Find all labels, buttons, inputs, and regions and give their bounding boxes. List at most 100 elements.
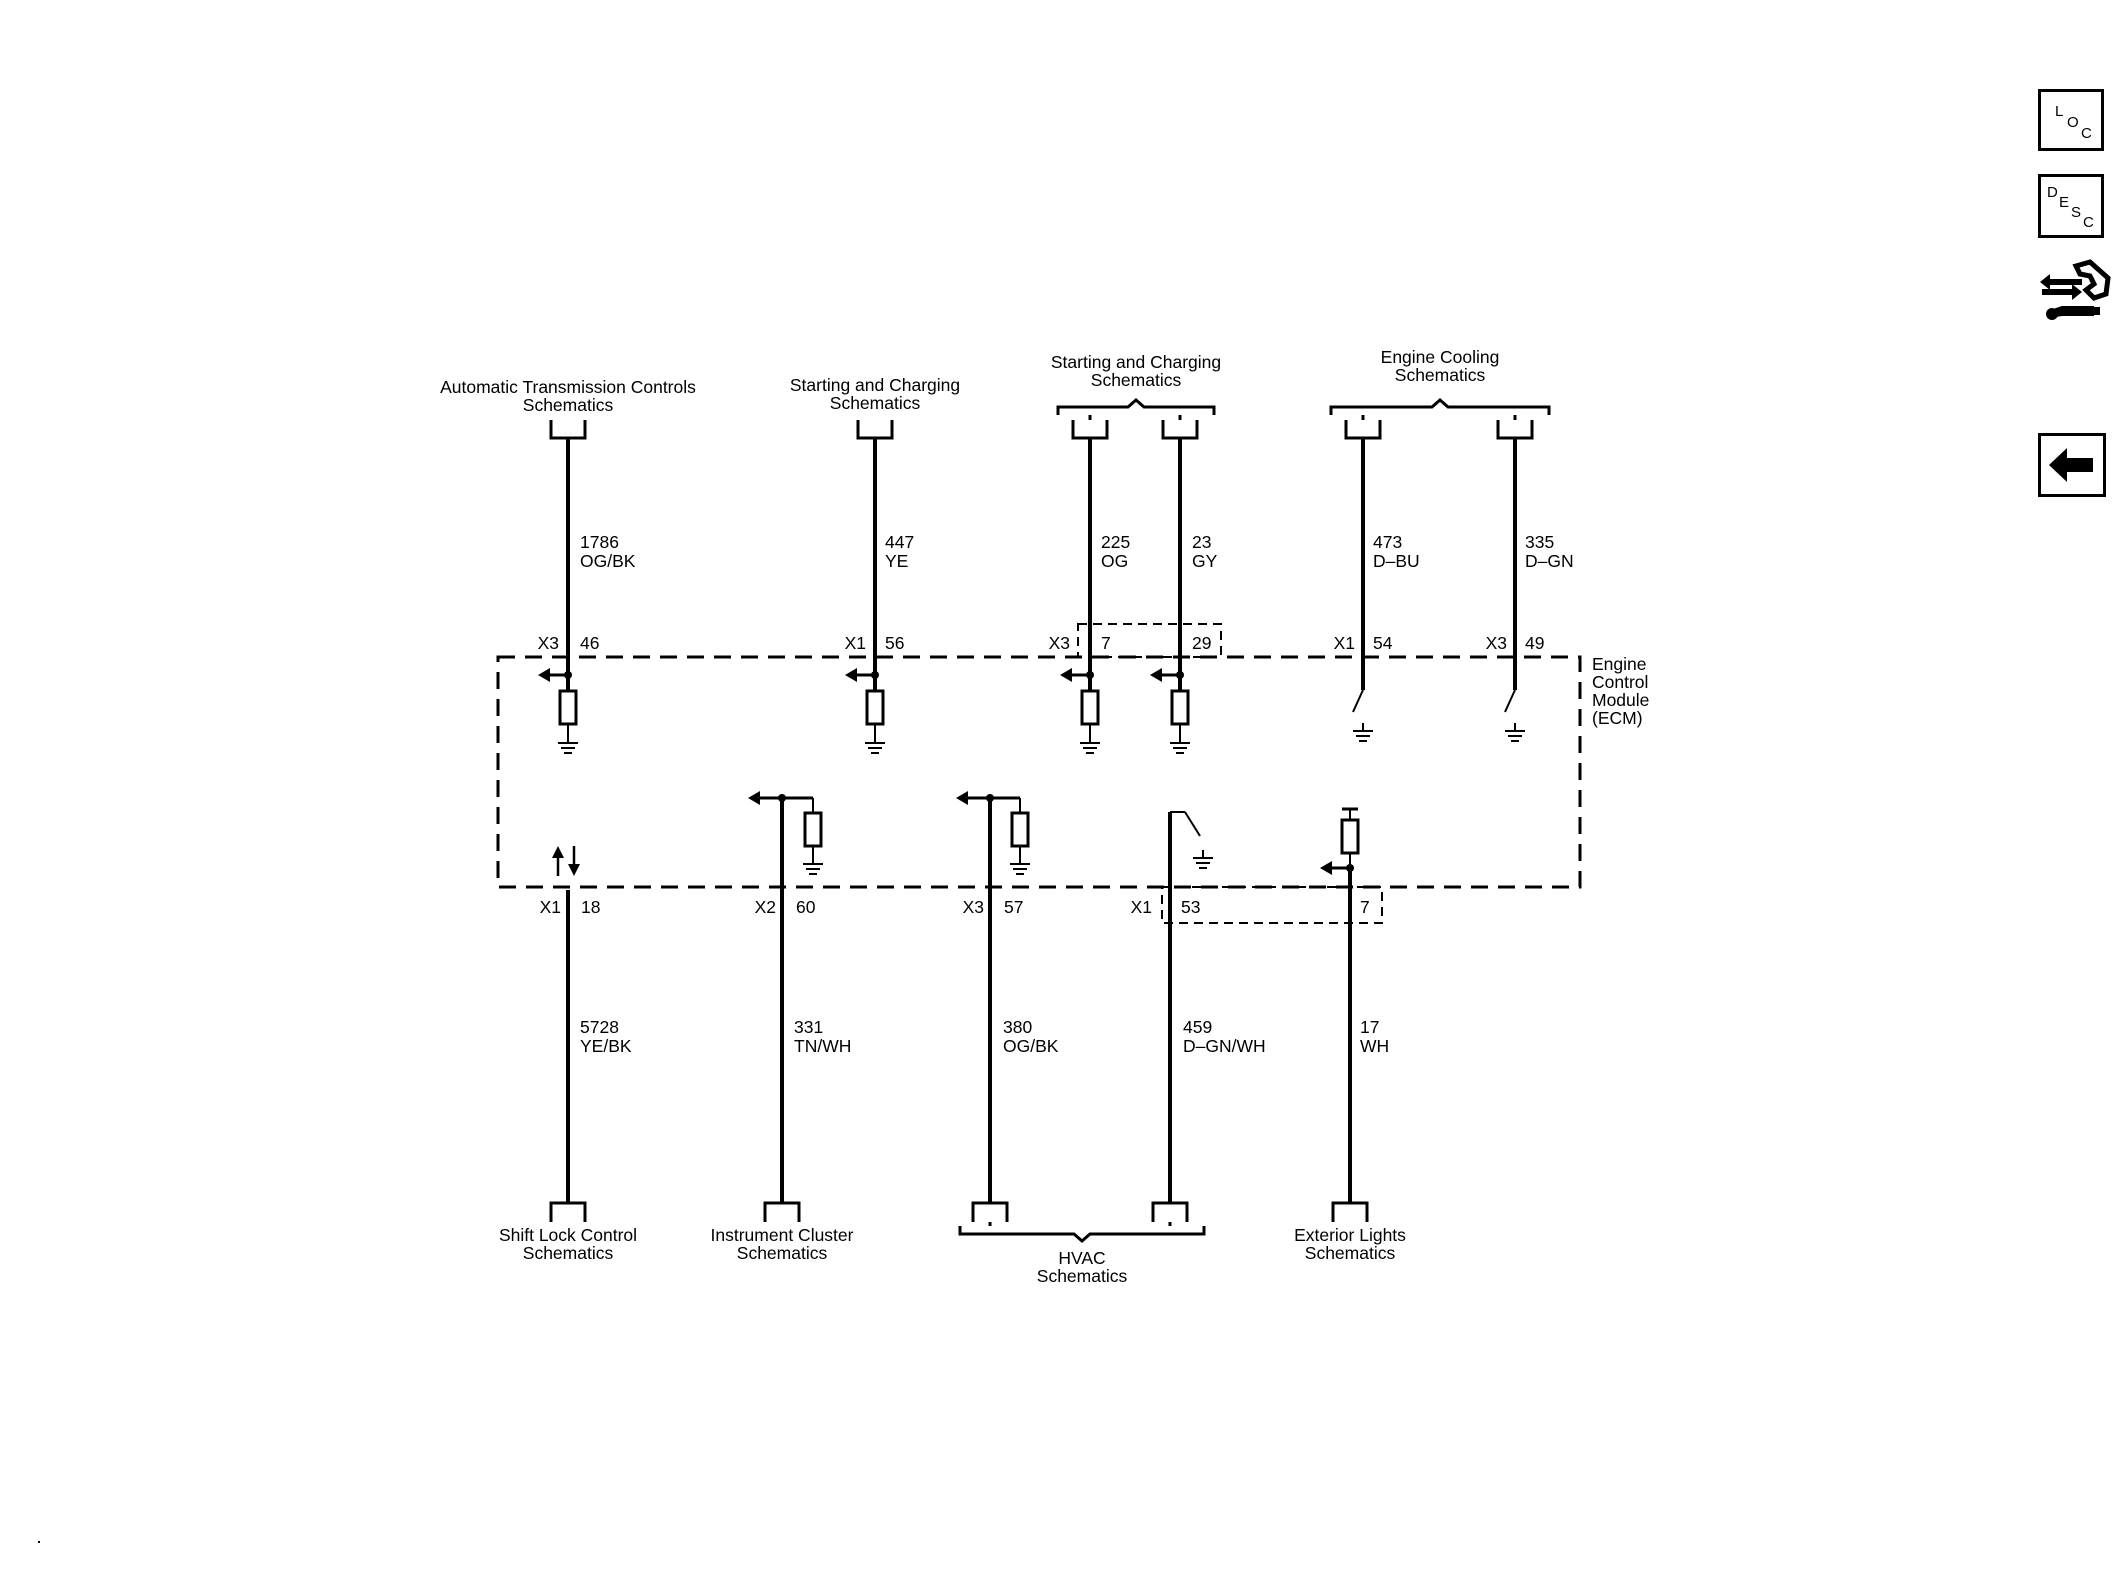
connector-group-box-lower — [1161, 886, 1383, 924]
brace-engine-cooling — [1329, 398, 1551, 415]
pin-17: 7 — [1360, 897, 1370, 917]
wire-447-connector-symbol — [856, 420, 894, 440]
wire-331-junction — [778, 794, 786, 802]
wire-23-junction — [1176, 671, 1184, 679]
dest-sc2-line2: Schematics — [1091, 370, 1182, 390]
wire-473-switch-blade — [1352, 689, 1364, 713]
back-button[interactable] — [2038, 433, 2106, 497]
circuit-380-number: 380 — [1003, 1017, 1032, 1037]
module-name-line1: Engine — [1592, 654, 1647, 674]
loc-letter-l: L — [2055, 103, 2063, 120]
conn-335: X3 — [1486, 633, 1507, 653]
wire-380-arrowhead — [956, 791, 968, 805]
wire-335-switch-blade — [1504, 689, 1516, 713]
circuit-23-color: GY — [1192, 551, 1218, 571]
desc-letter-e: E — [2059, 194, 2069, 211]
pin-331: 60 — [796, 897, 816, 917]
wire-17-junction — [1346, 864, 1354, 872]
location-button[interactable]: L O C — [2038, 89, 2104, 151]
wire-17-arrowhead — [1320, 861, 1332, 875]
dest-el-line2: Schematics — [1305, 1243, 1396, 1263]
dest-ic-line1: Instrument Cluster — [711, 1225, 854, 1245]
module-name-line3: Module — [1592, 690, 1649, 710]
circuit-1786-color: OG/BK — [580, 551, 636, 571]
wire-335-connector-symbol — [1496, 420, 1534, 440]
dest-hvac-line2: Schematics — [1037, 1266, 1128, 1286]
connector-tools-button[interactable] — [2036, 252, 2116, 334]
connector-group-box-upper — [1077, 623, 1222, 658]
circuit-17-number: 17 — [1360, 1017, 1379, 1037]
wire-5728-arrow-down — [568, 864, 580, 876]
wire-331-resistor — [803, 811, 823, 848]
circuit-335-color: D–GN — [1525, 551, 1574, 571]
brace-hvac — [958, 1226, 1206, 1243]
wire-1786-arrowhead — [538, 668, 550, 682]
loc-letter-o: O — [2067, 114, 2079, 131]
dest-atc-line2: Schematics — [523, 395, 614, 415]
desc-letter-s: S — [2071, 204, 2081, 221]
circuit-459-number: 459 — [1183, 1017, 1212, 1037]
pin-473: 54 — [1373, 633, 1393, 653]
connector-tools-icon — [2040, 259, 2111, 320]
wire-447-junction — [871, 671, 879, 679]
wire-380-junction — [986, 794, 994, 802]
wire-225-arrowhead — [1060, 668, 1072, 682]
circuit-447-number: 447 — [885, 532, 914, 552]
pin-335: 49 — [1525, 633, 1544, 653]
circuit-225-color: OG — [1101, 551, 1128, 571]
wire-1786-connector-symbol — [549, 420, 587, 440]
loc-letter-c: C — [2081, 125, 2092, 142]
circuit-1786-number: 1786 — [580, 532, 619, 552]
conn-331: X2 — [755, 897, 776, 917]
wire-1786-resistor — [558, 689, 578, 726]
circuit-473-color: D–BU — [1373, 551, 1420, 571]
circuit-331-number: 331 — [794, 1017, 823, 1037]
pin-23: 29 — [1192, 633, 1211, 653]
circuit-380-color: OG/BK — [1003, 1036, 1059, 1056]
wire-17-resistor — [1340, 818, 1360, 855]
conn-447: X1 — [845, 633, 866, 653]
circuit-225-number: 225 — [1101, 532, 1130, 552]
wire-17-connector-symbol — [1331, 1201, 1369, 1222]
corner-dot — [38, 1541, 40, 1543]
wire-23-connector-symbol — [1161, 420, 1199, 440]
pin-5728: 18 — [581, 897, 600, 917]
wire-459-switch-blade — [1184, 811, 1201, 837]
pin-459: 53 — [1181, 897, 1200, 917]
circuit-335-number: 335 — [1525, 532, 1554, 552]
wire-5728-connector-symbol — [549, 1201, 587, 1222]
dest-atc-line1: Automatic Transmission Controls — [440, 377, 696, 397]
module-name-line4: (ECM) — [1592, 708, 1643, 728]
wire-331-arrowhead — [748, 791, 760, 805]
circuit-331-color: TN/WH — [794, 1036, 851, 1056]
dest-ic-line2: Schematics — [737, 1243, 828, 1263]
dest-ec-line1: Engine Cooling — [1381, 347, 1500, 367]
desc-icon: D E S C — [2047, 184, 2094, 231]
wire-380-resistor — [1010, 811, 1030, 848]
wire-447-resistor — [865, 689, 885, 726]
desc-letter-d: D — [2047, 184, 2058, 201]
ecm-module-boundary — [496, 655, 1582, 889]
circuit-5728-number: 5728 — [580, 1017, 619, 1037]
circuit-23-number: 23 — [1192, 532, 1211, 552]
conn-225: X3 — [1049, 633, 1070, 653]
dest-sc1-line2: Schematics — [830, 393, 921, 413]
conn-473: X1 — [1334, 633, 1355, 653]
dest-slc-line1: Shift Lock Control — [499, 1225, 637, 1245]
conn-459: X1 — [1131, 897, 1152, 917]
conn-1786: X3 — [538, 633, 559, 653]
description-button[interactable]: D E S C — [2038, 174, 2104, 238]
pin-1786: 46 — [580, 633, 599, 653]
wire-225-junction — [1086, 671, 1094, 679]
circuit-473-number: 473 — [1373, 532, 1402, 552]
dest-slc-line2: Schematics — [523, 1243, 614, 1263]
wire-5728-arrow-up — [552, 846, 564, 858]
dest-hvac-line1: HVAC — [1058, 1248, 1105, 1268]
wire-layer — [538, 415, 1534, 1226]
conn-5728: X1 — [540, 897, 561, 917]
desc-letter-c: C — [2083, 214, 2094, 231]
conn-380: X3 — [963, 897, 984, 917]
wire-447-arrowhead — [845, 668, 857, 682]
pin-225: 7 — [1101, 633, 1111, 653]
circuit-17-color: WH — [1360, 1036, 1389, 1056]
